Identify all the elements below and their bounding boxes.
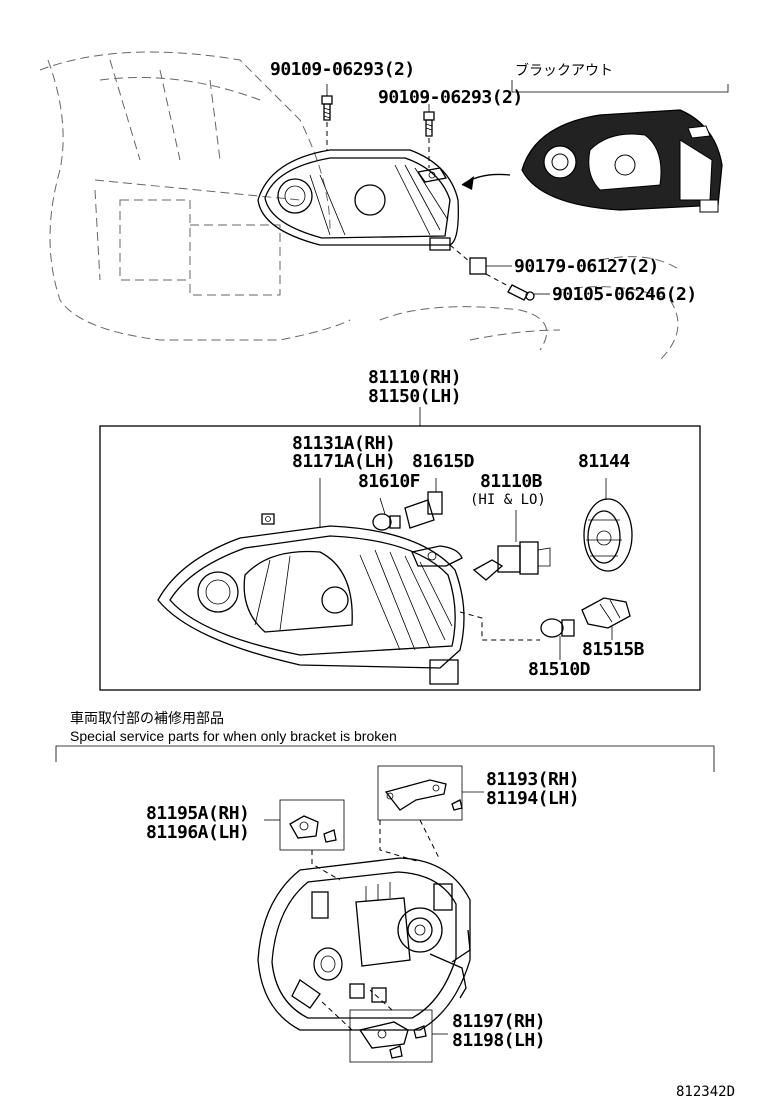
part-number-bolt-b[interactable]: 90109-06293(2) [378, 87, 523, 108]
bolt-b-drawing [423, 111, 435, 168]
part-number-bolt-a[interactable]: 90109-06293(2) [270, 59, 415, 80]
blackout-label: ブラックアウト [515, 63, 613, 79]
nut-drawing [449, 244, 487, 275]
part-number-nut[interactable]: 90179-06127(2) [514, 256, 659, 277]
service-bracket-frame [55, 745, 715, 772]
part-number-headlamp-rh[interactable]: 81110(RH) [368, 367, 462, 388]
part-number-bracket-top-rh[interactable]: 81193(RH) [486, 769, 580, 790]
part-number-socket-turn[interactable]: 81515B [582, 639, 645, 660]
part-number-socket-small[interactable]: 81615D [412, 451, 475, 472]
turn-signal-guide [459, 611, 540, 641]
part-number-bracket-bottom-lh[interactable]: 81198(LH) [452, 1030, 546, 1051]
bulb-turn-drawing [540, 618, 575, 660]
part-number-screw[interactable]: 90105-06246(2) [552, 284, 697, 305]
diagram-code: 812342D [676, 1084, 736, 1100]
part-number-unit-rh[interactable]: 81131A(RH) [292, 433, 396, 454]
headlamp-rear-drawing [257, 857, 471, 1031]
part-number-bracket-side-lh[interactable]: 81196A(LH) [146, 822, 250, 843]
bracket-bottom-drawing [349, 1009, 448, 1063]
bulb-main-drawing [472, 510, 551, 581]
bulb-small-drawing [372, 497, 401, 531]
part-number-bulb-main[interactable]: 81110B [480, 471, 543, 492]
part-number-bracket-side-rh[interactable]: 81195A(RH) [146, 803, 250, 824]
part-number-bracket-bottom-rh[interactable]: 81197(RH) [452, 1011, 546, 1032]
gasket-drawing [411, 545, 463, 567]
screw-drawing [485, 273, 535, 301]
socket-small-drawing [404, 478, 443, 529]
socket-turn-drawing [581, 597, 631, 640]
headlamp-unit-drawing [157, 478, 465, 685]
part-number-cover[interactable]: 81144 [578, 451, 630, 472]
part-number-bracket-top-lh[interactable]: 81194(LH) [486, 788, 580, 809]
part-number-unit-lh[interactable]: 81171A(LH) [292, 451, 396, 472]
part-number-bulb-turn[interactable]: 81510D [528, 659, 591, 680]
bolt-a-drawing [321, 95, 333, 150]
assembly-frame [99, 425, 701, 691]
bulb-main-note: (HI & LO) [470, 492, 546, 508]
bracket-top-drawing [377, 765, 484, 821]
vehicle-body-outline [39, 51, 681, 361]
headlamp-installed-top [257, 149, 459, 251]
part-number-headlamp-lh[interactable]: 81150(LH) [368, 386, 462, 407]
blackout-headlamp [521, 109, 723, 213]
bracket-side-drawing [264, 799, 345, 851]
service-title-jp: 車両取付部の補修用部品 [70, 711, 224, 727]
cover-drawing [583, 478, 633, 572]
service-title-en: Special service parts for when only brac… [70, 728, 397, 744]
part-number-bulb-small[interactable]: 81610F [358, 471, 421, 492]
